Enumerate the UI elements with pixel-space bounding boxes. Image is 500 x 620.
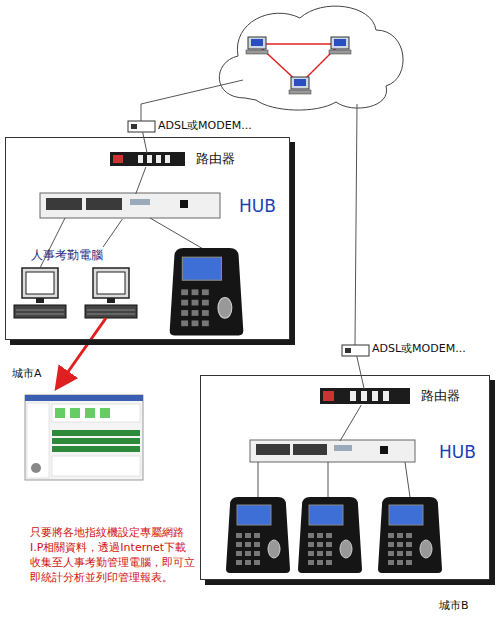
router-label: 路由器 [196, 150, 235, 168]
hub-node: HUB [41, 194, 221, 219]
lan-wire [258, 462, 259, 497]
hub-label: HUB [239, 196, 276, 216]
cloud-computer [289, 77, 311, 94]
modem-label: ADSL或MODEM... [158, 118, 252, 133]
note-text: 只要將各地指紋機設定專屬網路I.P相關資料，透過Internet下載收集至人事考… [30, 525, 195, 585]
lan-wire [150, 218, 205, 250]
modem-node: ADSL或MODEM... [128, 121, 155, 132]
fingerprint-machine [298, 497, 362, 573]
pc-terminal [85, 268, 137, 318]
modem-node: ADSL或MODEM... [342, 345, 369, 356]
network-cable [103, 219, 122, 247]
router-device [110, 152, 185, 166]
router-node: 路由器 [321, 389, 411, 405]
hub-node: HUB [251, 441, 416, 463]
network-cable [136, 167, 146, 194]
cloud [219, 6, 403, 110]
city-area-node: 城市B路由器HUB [200, 375, 490, 580]
modem-label: ADSL或MODEM... [372, 341, 466, 356]
lan-wire [405, 462, 410, 497]
hub-device [250, 440, 415, 462]
network-cable [340, 405, 361, 441]
cloud-computer [246, 37, 268, 54]
modem-icon [128, 121, 155, 132]
city-area-node: 城市A路由器HUB人事考勤電腦 [5, 137, 290, 340]
modem-icon [342, 345, 369, 356]
software-screenshot [25, 395, 143, 480]
hub-device [40, 193, 220, 218]
network-cable [357, 356, 364, 389]
router-device [320, 388, 410, 404]
lan-wire [328, 462, 329, 497]
callout-arrow [58, 318, 106, 386]
fingerprint-machine [226, 497, 290, 573]
cloud-computer [329, 37, 351, 54]
pc-group-label: 人事考勤電腦 [31, 247, 103, 264]
pc-terminal [14, 268, 66, 318]
network-cable [143, 132, 147, 153]
fingerprint-machine [378, 497, 442, 573]
router-node: 路由器 [111, 153, 186, 167]
city-area-label: 城市A [12, 366, 42, 381]
pc-group-node: 人事考勤電腦 [13, 247, 138, 327]
hub-label: HUB [439, 442, 476, 462]
router-label: 路由器 [421, 387, 460, 405]
city-area-label: 城市B [439, 598, 469, 613]
fingerprint-machine [170, 248, 244, 335]
uplink-wire [355, 104, 357, 345]
uplink-wire [141, 80, 243, 121]
